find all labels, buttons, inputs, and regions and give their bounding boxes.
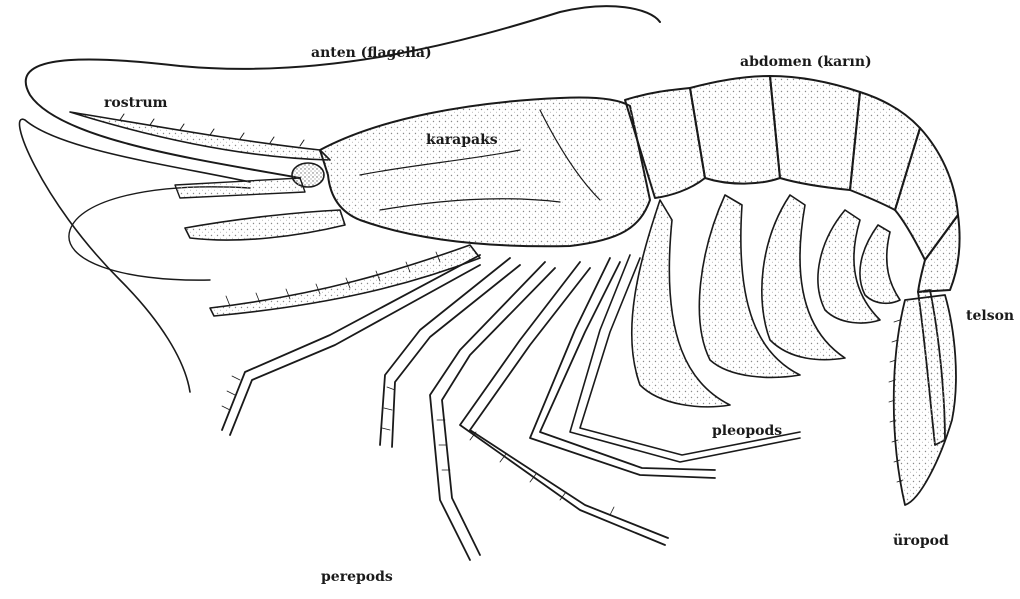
label-anten: anten (flagella) [311, 46, 432, 60]
abdomen-segment-2 [690, 76, 780, 184]
label-abdomen: abdomen (karın) [740, 55, 872, 69]
carapace-shape [320, 97, 650, 246]
antennal-scale [185, 210, 345, 240]
label-karapaks: karapaks [426, 133, 498, 147]
antennule-peduncle [175, 178, 305, 198]
abdomen-segment-3 [770, 76, 860, 190]
antenna-flagellum-left [19, 119, 250, 392]
label-perepods: perepods [321, 570, 393, 584]
label-telson: telson [966, 309, 1014, 323]
label-uropod: üropod [893, 534, 949, 548]
pleopod-5 [860, 225, 900, 303]
maxilliped-3 [210, 245, 480, 316]
label-pleopods: pleopods [712, 424, 782, 438]
pereopod-2 [380, 258, 520, 447]
uropod-shape [894, 295, 956, 505]
label-rostrum: rostrum [104, 96, 167, 110]
